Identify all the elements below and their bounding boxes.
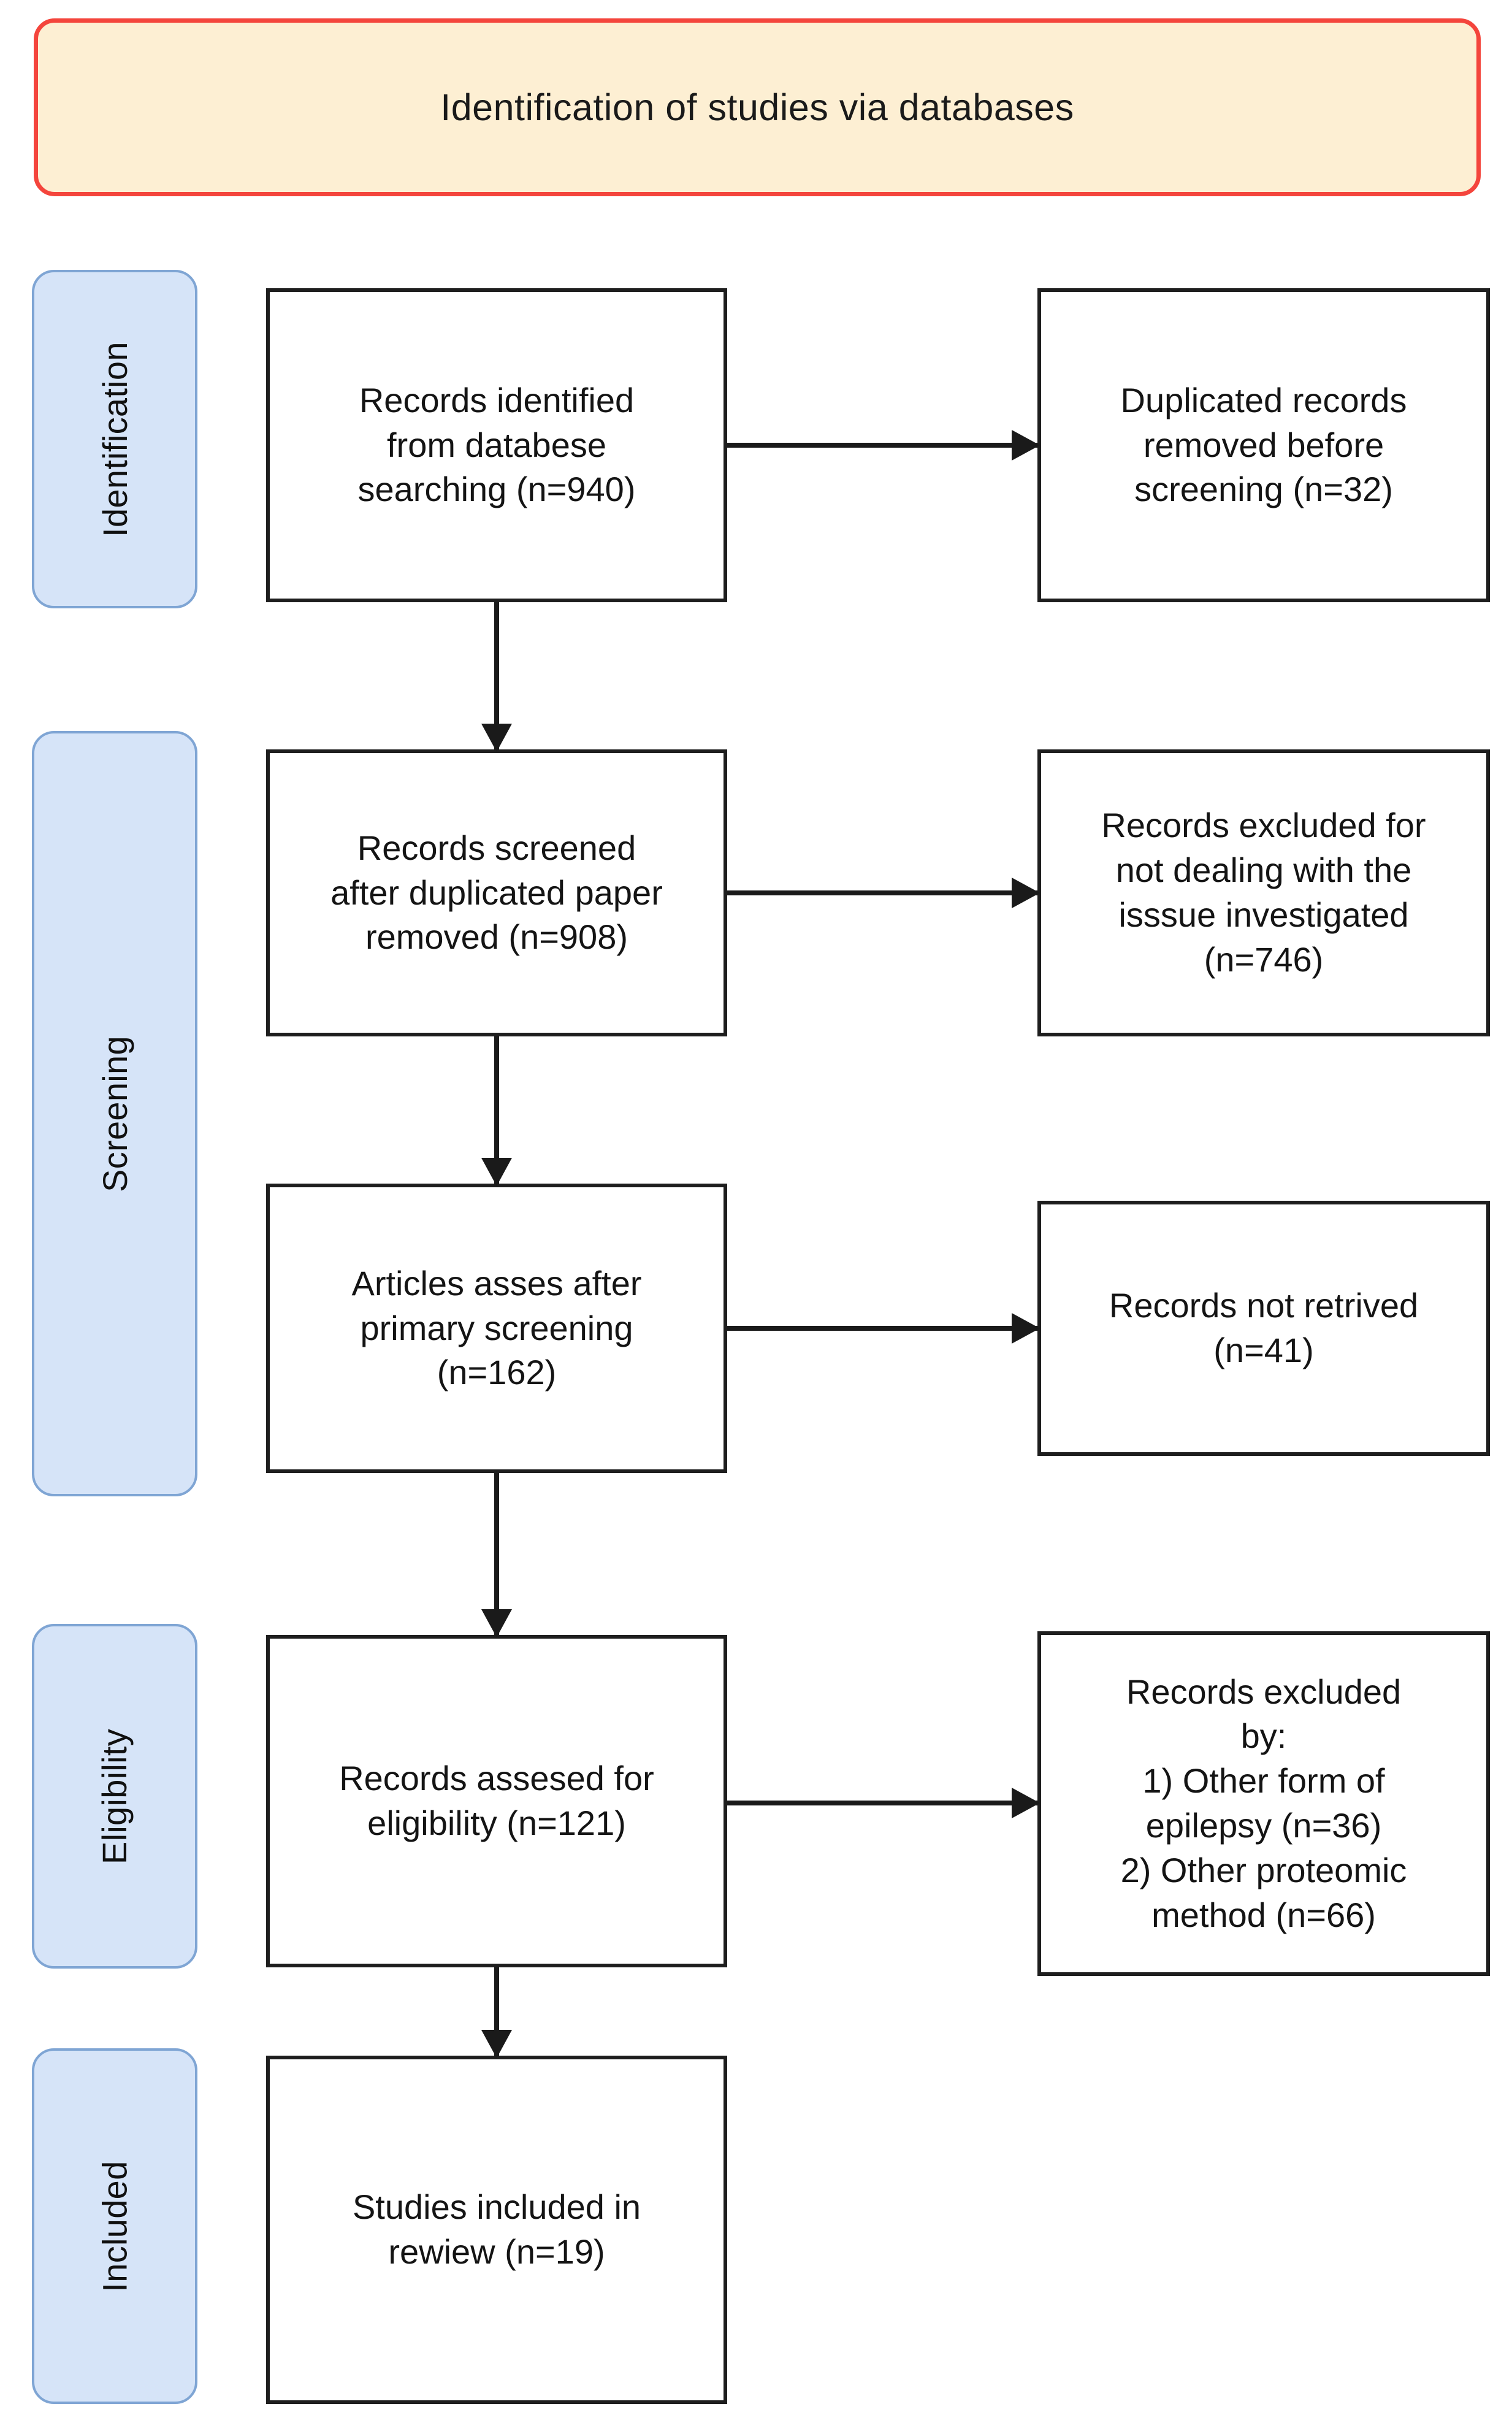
header-banner: Identification of studies via databases bbox=[34, 18, 1481, 196]
flow-box-not-retrieved: Records not retrived (n=41) bbox=[1037, 1201, 1490, 1456]
stage-label-eligibility-text: Eligibility bbox=[95, 1728, 134, 1864]
flow-box-duplicates-removed-text: Duplicated records removed before screen… bbox=[1120, 380, 1407, 509]
stage-label-screening-text: Screening bbox=[95, 1035, 134, 1192]
flow-box-records-identified: Records identified from databese searchi… bbox=[266, 288, 727, 602]
stage-label-identification-text: Identification bbox=[95, 341, 134, 537]
flow-box-records-screened-text: Records screened after duplicated paper … bbox=[330, 828, 663, 957]
flow-box-excluded-issue-text: Records excluded for not dealing with th… bbox=[1101, 806, 1426, 979]
flow-box-records-identified-text: Records identified from databese searchi… bbox=[357, 380, 636, 509]
flow-box-records-eligibility: Records assesed for eligibility (n=121) bbox=[266, 1635, 727, 1967]
flow-box-excluded-by-reasons: Records excluded by: 1) Other form of ep… bbox=[1037, 1631, 1490, 1976]
arrow-right-assessed-to-not-retrieved bbox=[727, 1326, 1037, 1331]
stage-label-included: Included bbox=[32, 2048, 197, 2404]
flow-box-records-eligibility-text: Records assesed for eligibility (n=121) bbox=[339, 1759, 654, 1842]
flow-box-articles-assessed-text: Articles asses after primary screening (… bbox=[351, 1263, 642, 1392]
flow-box-excluded-by-reasons-text: Records excluded by: 1) Other form of ep… bbox=[1120, 1672, 1407, 1934]
page-title: Identification of studies via databases bbox=[440, 86, 1074, 128]
arrow-right-identified-to-duplicates bbox=[727, 443, 1037, 448]
flow-box-studies-included-text: Studies included in rewiew (n=19) bbox=[352, 2188, 641, 2271]
flow-box-duplicates-removed: Duplicated records removed before screen… bbox=[1037, 288, 1490, 602]
flow-box-not-retrieved-text: Records not retrived (n=41) bbox=[1109, 1286, 1419, 1369]
arrow-down-screened-to-assessed bbox=[494, 1036, 499, 1184]
flow-box-studies-included: Studies included in rewiew (n=19) bbox=[266, 2056, 727, 2404]
arrow-right-eligibility-to-excluded-by bbox=[727, 1801, 1037, 1805]
arrow-down-eligibility-to-included bbox=[494, 1967, 499, 2056]
arrow-down-assessed-to-eligibility bbox=[494, 1473, 499, 1635]
stage-label-identification: Identification bbox=[32, 270, 197, 608]
stage-label-included-text: Included bbox=[95, 2160, 134, 2292]
arrow-down-identified-to-screened bbox=[494, 602, 499, 749]
stage-label-screening: Screening bbox=[32, 731, 197, 1496]
flow-box-excluded-issue: Records excluded for not dealing with th… bbox=[1037, 749, 1490, 1036]
flow-box-articles-assessed: Articles asses after primary screening (… bbox=[266, 1184, 727, 1473]
stage-label-eligibility: Eligibility bbox=[32, 1624, 197, 1969]
flow-box-records-screened: Records screened after duplicated paper … bbox=[266, 749, 727, 1036]
arrow-right-screened-to-excluded-issue bbox=[727, 890, 1037, 895]
